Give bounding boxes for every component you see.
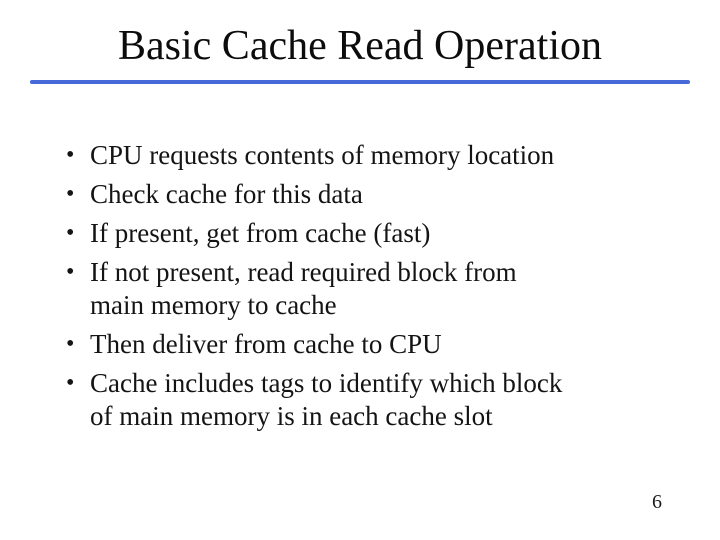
bullet-text-line: Cache includes tags to identify which bl…	[90, 368, 563, 398]
bullet-text-line: Then deliver from cache to CPU	[90, 329, 442, 359]
bullet-text: Cache includes tags to identify which bl…	[90, 367, 662, 433]
bullet-text: Then deliver from cache to CPU	[90, 328, 662, 361]
bullet-dot-icon: •	[66, 220, 75, 246]
bullet-text: If present, get from cache (fast)	[90, 217, 662, 250]
bullet-text-line: of main memory is in each cache slot	[90, 401, 493, 431]
page-number: 6	[652, 491, 662, 513]
bullet-text: If not present, read required block from…	[90, 256, 662, 322]
bullet-dot-icon: •	[66, 259, 75, 285]
page-title: Basic Cache Read Operation	[118, 23, 602, 69]
bullet-text: CPU requests contents of memory location	[90, 139, 662, 172]
list-item: • If present, get from cache (fast)	[62, 217, 662, 250]
list-item: • Check cache for this data	[62, 178, 662, 211]
list-item: • Cache includes tags to identify which …	[62, 367, 662, 433]
bullet-dot-icon: •	[66, 142, 75, 168]
title-underline-rule	[30, 80, 690, 84]
bullet-text-line: CPU requests contents of memory location	[90, 140, 555, 170]
list-item: • CPU requests contents of memory locati…	[62, 139, 662, 172]
bullet-dot-icon: •	[66, 331, 75, 357]
bullet-list: • CPU requests contents of memory locati…	[62, 139, 662, 433]
bullet-text-line: Check cache for this data	[90, 179, 363, 209]
bullet-dot-icon: •	[66, 370, 75, 396]
list-item: • If not present, read required block fr…	[62, 256, 662, 322]
bullet-text-line: main memory to cache	[90, 290, 337, 320]
list-item: • Then deliver from cache to CPU	[62, 328, 662, 361]
bullet-text-line: If present, get from cache (fast)	[90, 218, 431, 248]
bullet-dot-icon: •	[66, 181, 75, 207]
bullet-text-line: If not present, read required block from	[90, 257, 517, 287]
bullet-text: Check cache for this data	[90, 178, 662, 211]
